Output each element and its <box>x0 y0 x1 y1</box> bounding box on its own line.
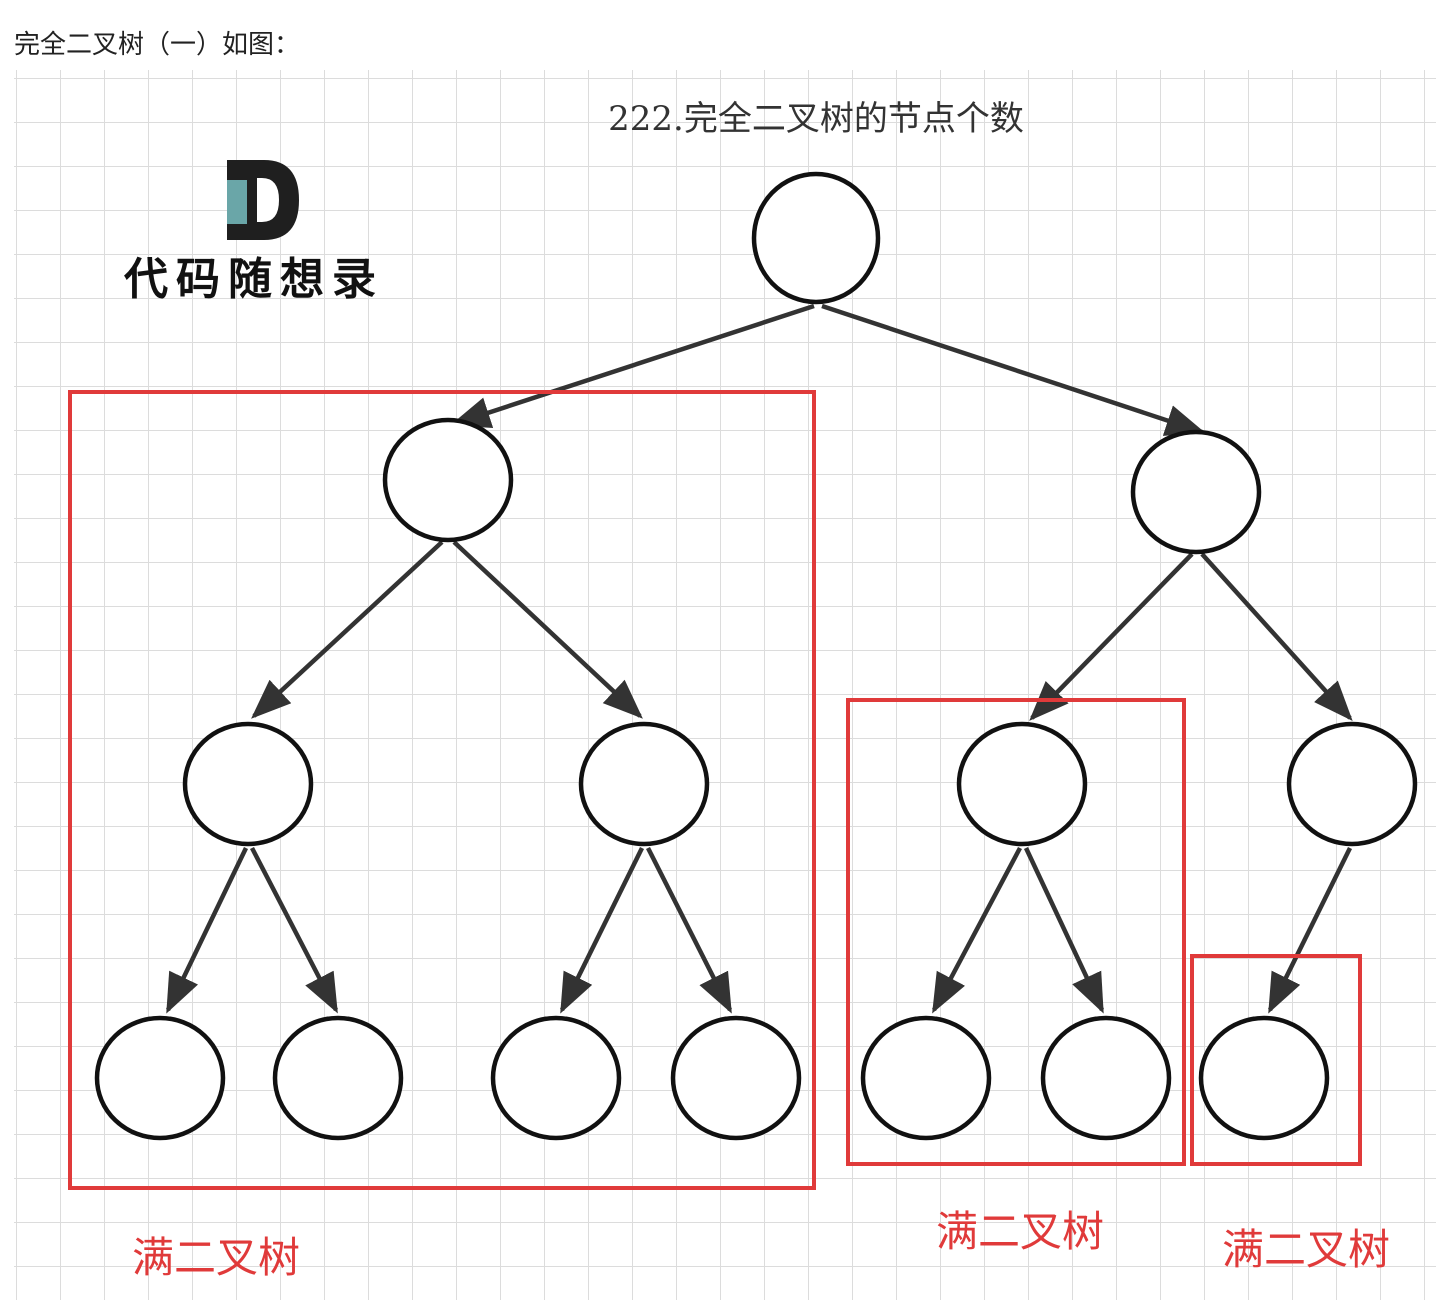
label-left-subtree: 满二叉树 <box>132 1233 300 1282</box>
tree-node-leaf-5 <box>860 1015 992 1141</box>
edge-root-right <box>821 303 1206 436</box>
tree-node-rr <box>1286 721 1418 847</box>
tree-figure: 222.完全二叉树的节点个数 代码随想录 <box>14 70 1436 1300</box>
tree-node-leaf-7 <box>1198 1015 1330 1141</box>
edge-l-ll <box>251 540 444 719</box>
edge-lr-2 <box>645 846 733 1014</box>
label-right-leaf: 满二叉树 <box>1222 1225 1390 1274</box>
logo-text: 代码随想录 <box>123 254 384 305</box>
tree-node-ll <box>182 721 314 847</box>
logo-d-icon <box>227 160 299 240</box>
tree-node-leaf-1 <box>94 1015 226 1141</box>
edge-l-lr <box>452 540 643 719</box>
edge-ll-1 <box>165 847 249 1014</box>
tree-node-leaf-3 <box>490 1015 622 1141</box>
edge-lr-1 <box>559 847 645 1014</box>
edge-ll-2 <box>250 846 338 1014</box>
highlight-box-right <box>1190 954 1362 1166</box>
edge-rl-1 <box>932 846 1022 1014</box>
tree-node-root <box>751 171 881 305</box>
edge-rr-1 <box>1267 847 1353 1014</box>
edge-r-rl <box>1029 552 1194 721</box>
tree-node-leaf-4 <box>670 1015 802 1141</box>
tree-node-leaf-2 <box>272 1015 404 1141</box>
figure-title: 222.完全二叉树的节点个数 <box>608 99 1024 139</box>
nodes <box>94 171 1418 1141</box>
label-middle-subtree: 满二叉树 <box>936 1207 1104 1256</box>
highlight-box-middle <box>846 698 1186 1166</box>
edge-rl-2 <box>1023 847 1105 1014</box>
highlight-box-left <box>68 390 816 1190</box>
logo: 代码随想录 <box>123 160 384 305</box>
page-caption: 完全二叉树（一）如图： <box>14 30 301 60</box>
tree-node-leaf-6 <box>1040 1015 1172 1141</box>
tree-node-rl <box>956 721 1088 847</box>
edge-root-left <box>450 303 815 428</box>
tree-node-l <box>382 417 514 543</box>
tree-node-r <box>1130 429 1262 555</box>
edge-r-rr <box>1200 552 1353 721</box>
edges <box>165 303 1353 1014</box>
highlight-boxes <box>68 390 1362 1190</box>
tree-node-lr <box>578 721 710 847</box>
